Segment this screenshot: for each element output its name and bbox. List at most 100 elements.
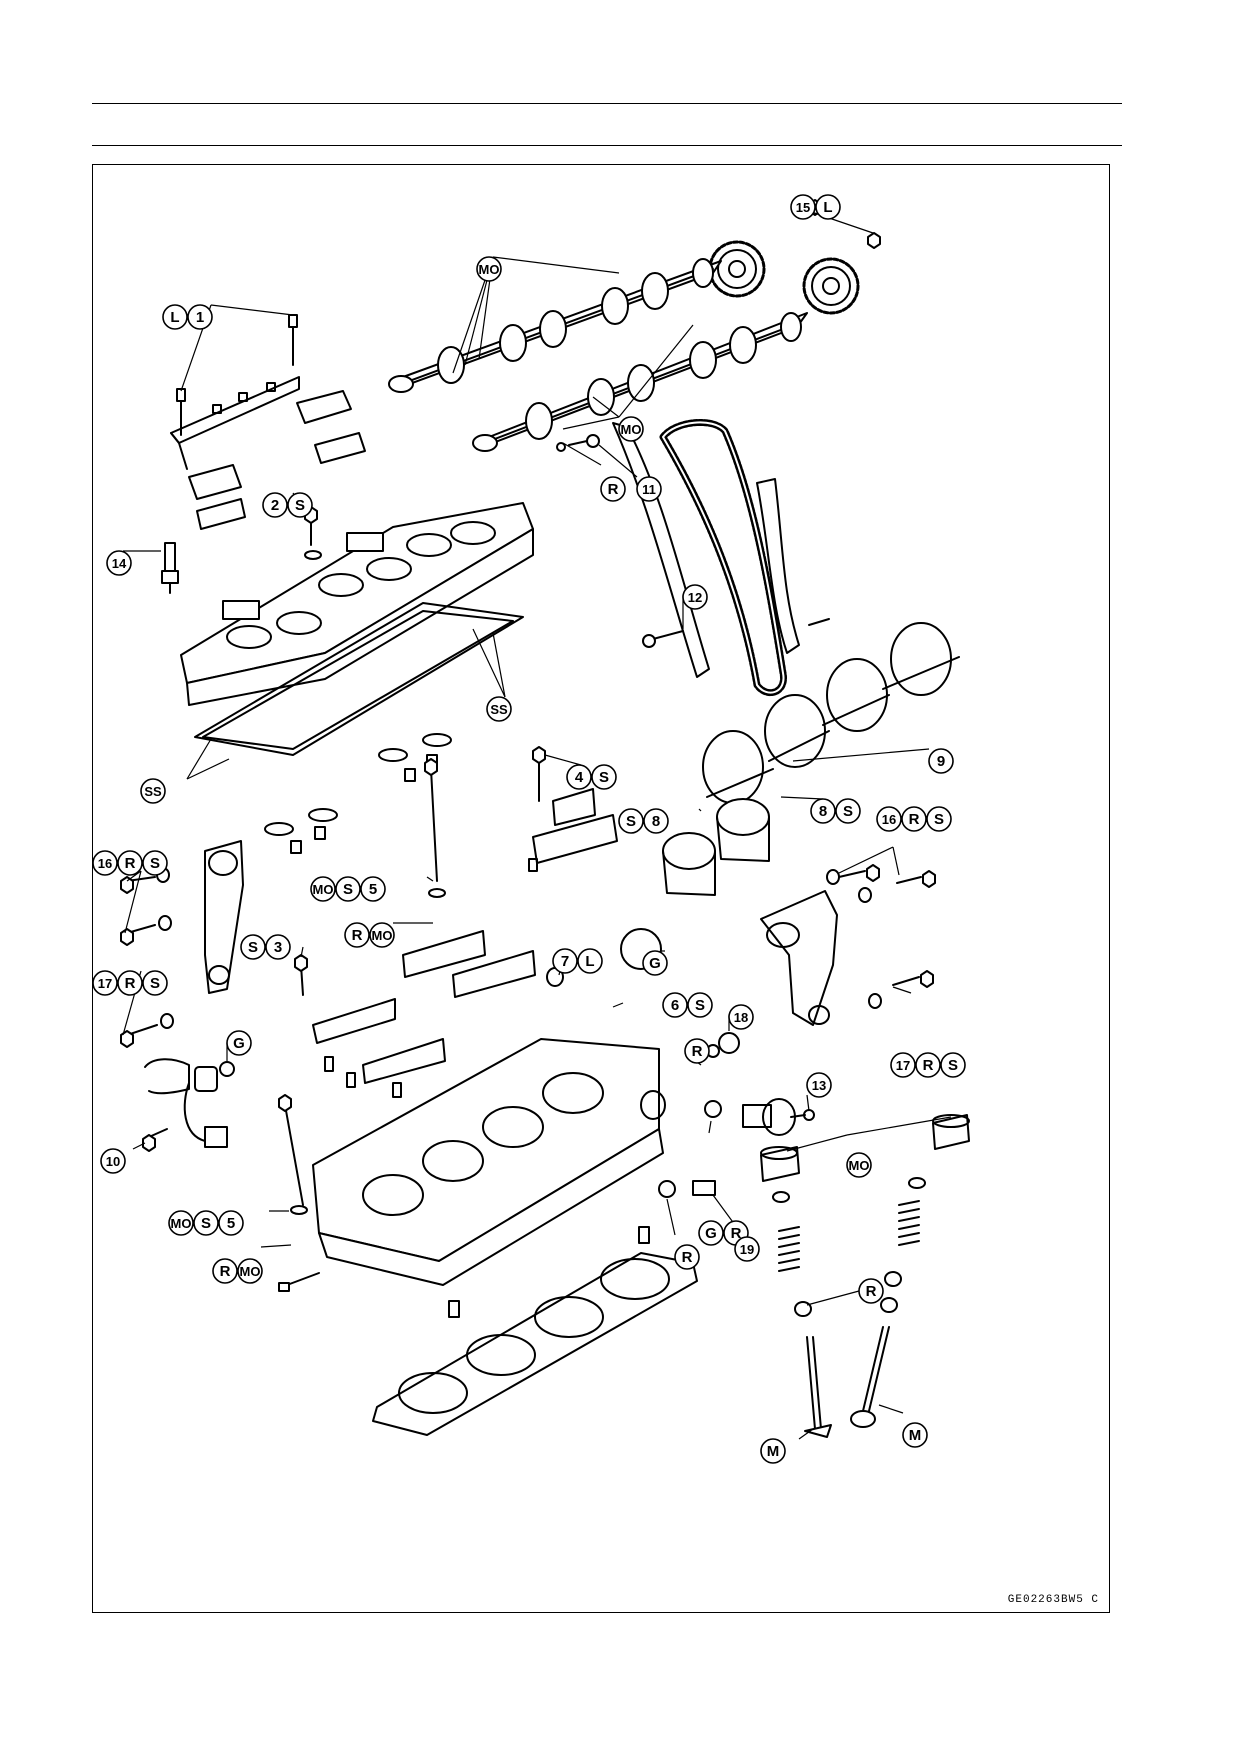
breather-plate xyxy=(170,376,300,470)
callout-token: 16 xyxy=(98,856,112,871)
oil-pipe-bracket xyxy=(532,788,618,864)
callout-circle xyxy=(618,416,644,442)
callout-cG_b: G xyxy=(226,1030,252,1056)
oil-plug-and-ring xyxy=(546,967,740,1058)
callout-c14: 14 xyxy=(106,550,132,576)
callout-token: MO xyxy=(240,1264,261,1279)
callout-cG_a: G xyxy=(642,950,668,976)
callout-circle xyxy=(600,476,626,502)
holder-o-ring xyxy=(620,928,662,970)
callout-token: M xyxy=(767,1443,780,1460)
callout-circle xyxy=(344,922,370,948)
callout-c10: 10 xyxy=(100,1148,126,1174)
callout-token: R xyxy=(909,811,920,828)
callout-token: 5 xyxy=(369,881,377,898)
callout-circle xyxy=(810,798,836,824)
figure-code: GE02263BW5 C xyxy=(1007,1594,1099,1606)
cylinder-head-gasket xyxy=(372,1252,698,1436)
callout-token: L xyxy=(170,309,179,326)
callout-token: G xyxy=(649,955,661,972)
header-rule-top xyxy=(92,103,1122,104)
camshaft-sprocket-lower xyxy=(802,257,860,315)
callout-token: 8 xyxy=(652,813,660,830)
engine-hanger-right-bolts xyxy=(826,864,936,1009)
callout-token: R xyxy=(220,1263,231,1280)
callout-token: R xyxy=(352,927,363,944)
callout-token: SS xyxy=(490,702,508,717)
camshaft-sprocket-upper xyxy=(708,240,766,298)
callout-cR_11: R xyxy=(600,476,626,502)
callout-circle xyxy=(117,850,143,876)
cylinder-head-cover xyxy=(180,502,534,706)
callout-circle xyxy=(162,304,188,330)
callout-c15: 15 L xyxy=(790,194,841,220)
exhaust-camshaft xyxy=(472,312,808,452)
callout-token: S xyxy=(934,811,944,828)
callout-token: MO xyxy=(621,422,642,437)
callout-c18: 18 xyxy=(728,1004,754,1030)
callout-token: M xyxy=(909,1427,922,1444)
callout-circle xyxy=(806,1072,832,1098)
callout-circle xyxy=(577,948,603,974)
callout-cMO_b: MO xyxy=(618,416,644,442)
header-rule-bottom xyxy=(92,145,1122,146)
callout-token: S xyxy=(843,803,853,820)
callout-circle xyxy=(142,970,168,996)
callout-circle xyxy=(287,492,313,518)
chain-guide-bolt-lower xyxy=(642,630,684,648)
water-temperature-sensor xyxy=(658,1180,716,1198)
callout-circle xyxy=(591,764,617,790)
callout-token: S xyxy=(248,939,258,956)
callout-cM_l: M xyxy=(760,1438,786,1464)
callout-token: 16 xyxy=(882,812,896,827)
valve-stem-seals xyxy=(794,1271,902,1317)
callout-token: S xyxy=(695,997,705,1014)
callout-token: R xyxy=(608,481,619,498)
callout-token: MO xyxy=(171,1216,192,1231)
callout-circle xyxy=(618,808,644,834)
callout-circle xyxy=(486,696,512,722)
callout-token: 17 xyxy=(98,976,112,991)
callout-circle xyxy=(643,808,669,834)
cam-chain xyxy=(659,418,787,697)
throttle-body-clamps xyxy=(702,622,960,804)
callout-circle xyxy=(760,1438,786,1464)
callout-cMO_a: MO xyxy=(476,256,502,282)
callout-token: 12 xyxy=(688,590,702,605)
callout-token: R xyxy=(731,1225,742,1242)
head-bolts xyxy=(278,1272,320,1292)
callout-circle xyxy=(846,1152,872,1178)
valve-lifter-intake xyxy=(760,1146,800,1182)
engine-hanger-left-bolts xyxy=(120,867,174,1048)
callout-token: 19 xyxy=(740,1242,754,1257)
callout-token: MO xyxy=(372,928,393,943)
callout-circle xyxy=(684,1038,710,1064)
callout-token: L xyxy=(823,199,832,216)
callout-token: S xyxy=(201,1215,211,1232)
callout-circle xyxy=(335,876,361,902)
callout-circle xyxy=(728,1004,754,1030)
callout-token: 8 xyxy=(819,803,827,820)
callout-token: 15 xyxy=(796,200,810,215)
callout-token: R xyxy=(125,975,136,992)
callout-token: 2 xyxy=(271,497,279,514)
callout-token: S xyxy=(948,1057,958,1074)
cam-chain-tensioner xyxy=(704,1098,815,1136)
callout-cR_v: R xyxy=(858,1278,884,1304)
cover-gasket xyxy=(194,602,524,756)
callout-token: L xyxy=(585,953,594,970)
callout-circle xyxy=(187,304,213,330)
cam-chain-tensioner-guide xyxy=(756,478,830,654)
callout-token: 6 xyxy=(671,997,679,1014)
callout-token: R xyxy=(692,1043,703,1060)
callout-circle xyxy=(901,806,927,832)
